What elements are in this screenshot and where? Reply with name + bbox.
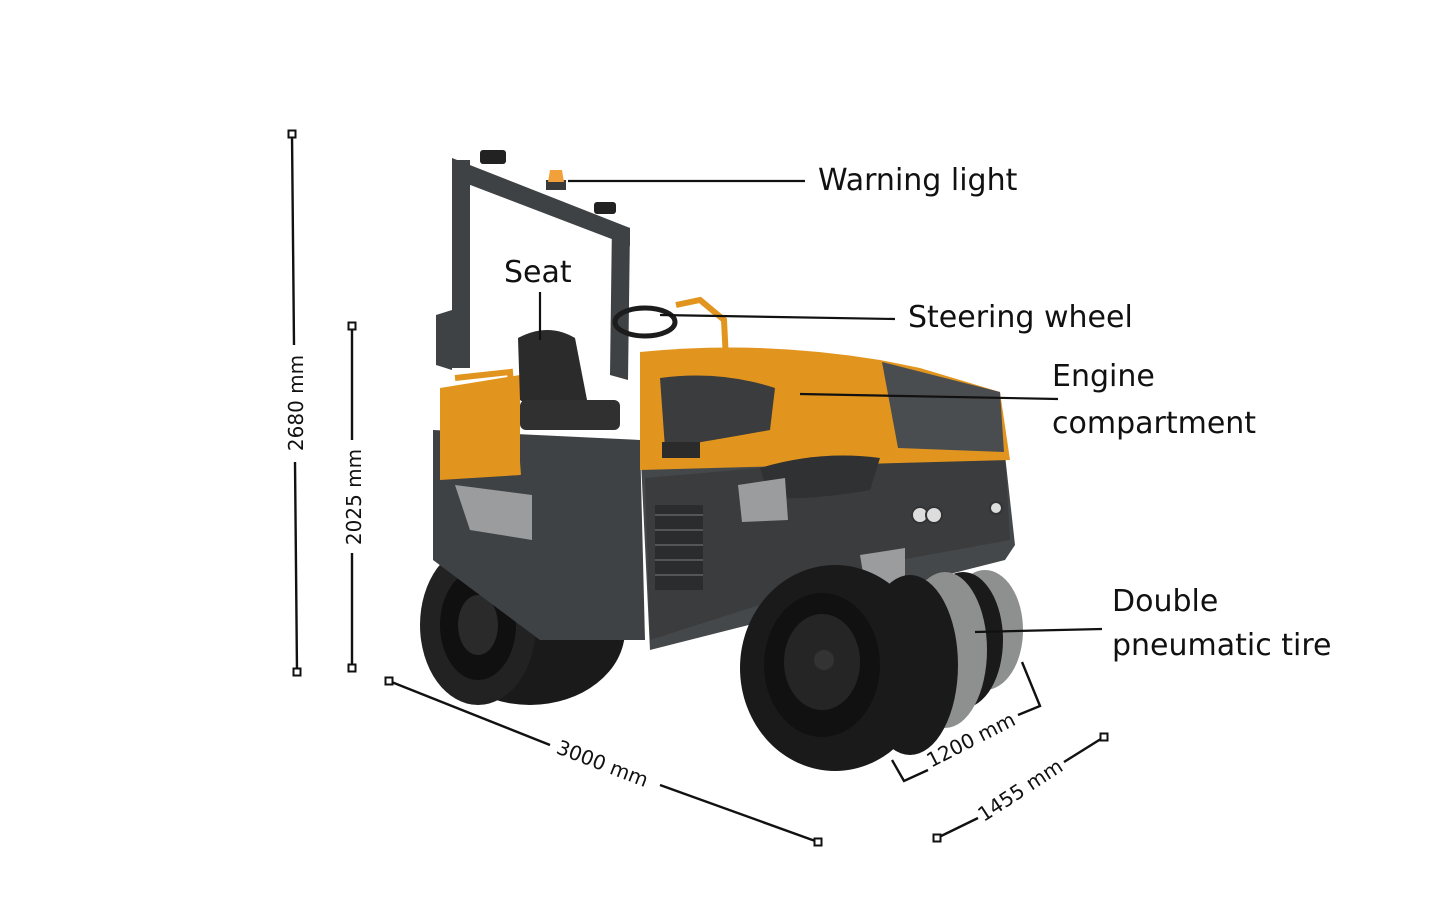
seat-height-dimension: 2025 mm xyxy=(342,321,366,673)
steering-wheel-label: Steering wheel xyxy=(908,300,1133,335)
warning-light-label: Warning light xyxy=(818,163,1018,198)
front-pneumatic-tires xyxy=(740,565,1023,771)
overall-height-dimension: 2680 mm xyxy=(284,129,308,677)
rops-frame xyxy=(436,150,630,380)
side-vent xyxy=(655,505,703,590)
length-value: 3000 mm xyxy=(553,735,651,792)
callout-labels: Warning light Seat Steering wheel Engine… xyxy=(504,163,1332,663)
warning-light-beacon xyxy=(546,170,566,190)
engine-leader xyxy=(799,392,1059,401)
callout-leaders xyxy=(538,179,1103,634)
operator-door-panel xyxy=(440,368,521,480)
road-roller-illustration xyxy=(420,150,1023,771)
double-tire-label-line1: Double xyxy=(1112,584,1218,619)
steering-wheel xyxy=(612,296,729,361)
seat xyxy=(518,330,620,430)
engine-compartment-label-line1: Engine xyxy=(1052,359,1155,394)
engine-hood xyxy=(640,347,1010,499)
overall-width-value: 1455 mm xyxy=(973,754,1067,827)
chassis xyxy=(433,430,1015,650)
seat-label: Seat xyxy=(504,255,572,290)
tire-leader xyxy=(974,627,1103,634)
steering-wheel-leader xyxy=(659,313,896,321)
overall-height-value: 2680 mm xyxy=(284,355,308,451)
headlights xyxy=(911,501,1003,524)
double-tire-label-line2: pneumatic tire xyxy=(1112,628,1332,663)
engine-compartment-label-line2: compartment xyxy=(1052,406,1256,441)
seat-height-value: 2025 mm xyxy=(342,449,366,545)
